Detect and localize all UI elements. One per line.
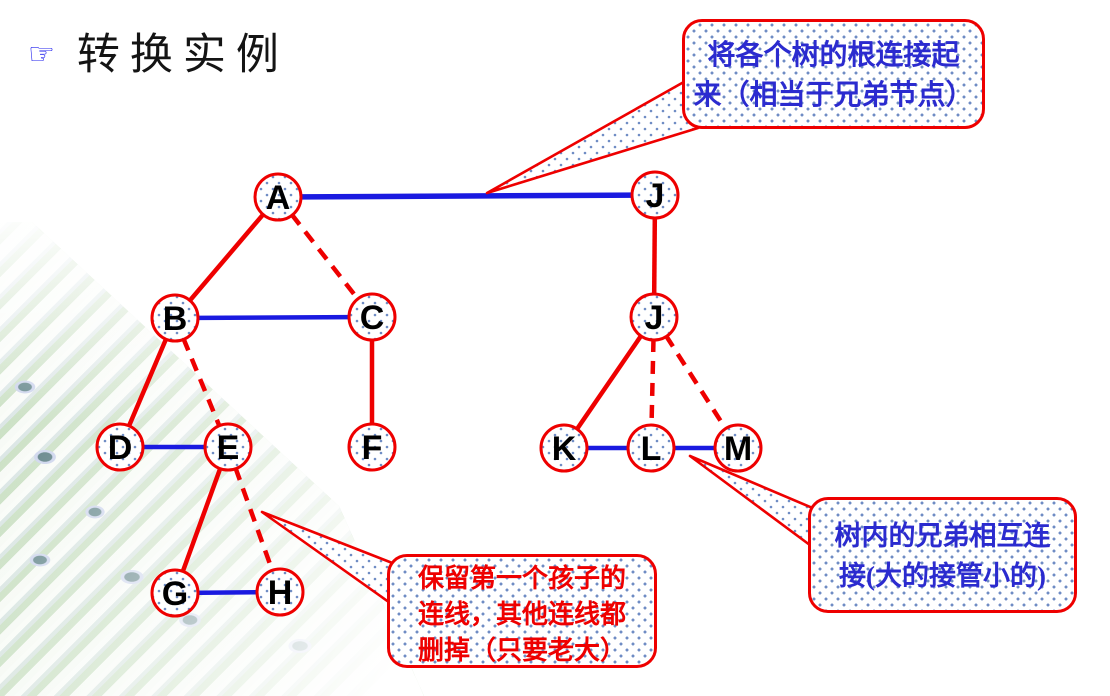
tree-node-label-J1: J [646,177,665,215]
edge-E-H-dashed [225,446,283,593]
callout-connect-roots: 将各个树的根连接起 来（相当于兄弟节点） [682,19,985,129]
callout-siblings-connect: 树内的兄弟相互连 接(大的接管小的) [808,497,1077,613]
edge-A-C-dashed [276,195,374,319]
edge-A-J1-solid [277,192,656,200]
edge-E-G-solid [172,446,231,594]
page-title: ☞ 转换实例 [28,20,289,82]
tree-node-J2 [629,292,679,342]
tree-node-label-B: B [163,300,188,338]
tree-node-label-E: E [217,429,240,467]
callout-tail-siblings-connect [688,454,824,556]
tree-node-label-C: C [360,299,385,337]
callout-connect-roots-text: 将各个树的根连接起 来（相当于兄弟节点） [693,40,974,111]
callout-keep-first-child-text: 保留第一个孩子的 连线，其他连线都 删掉（只要老大） [417,564,626,665]
tree-node-H [255,567,305,617]
callout-keep-first-child: 保留第一个孩子的 连线，其他连线都 删掉（只要老大） [387,554,657,668]
tree-node-G [150,568,200,618]
tree-node-J1 [630,170,680,220]
edge-B-C-solid [174,314,373,321]
tree-node-K [539,423,589,473]
tree-node-F [347,422,397,472]
tree-node-A [253,172,303,222]
tree-node-label-F: F [362,429,383,467]
tree-node-label-G: G [162,575,188,613]
callout-siblings-connect-text: 树内的兄弟相互连 接(大的接管小的) [834,521,1051,591]
title-text: 转换实例 [76,32,289,79]
edge-J2-M-dashed [652,315,740,450]
edge-J2-K-solid [562,315,656,450]
tree-node-label-J2: J [645,299,664,337]
tree-node-B [150,293,200,343]
tree-node-label-H: H [268,574,293,612]
tree-node-label-D: D [108,429,133,467]
tree-node-M [713,423,763,473]
edge-A-B-solid [173,195,280,320]
pointing-hand-icon: ☞ [28,37,55,72]
tree-node-L [626,423,676,473]
tree-node-D [95,422,145,472]
tree-node-label-L: L [641,430,662,468]
tree-node-label-K: K [552,430,577,468]
tree-node-label-A: A [266,179,291,217]
tree-node-C [347,292,397,342]
tree-node-E [203,422,253,472]
tree-node-label-M: M [724,430,752,468]
